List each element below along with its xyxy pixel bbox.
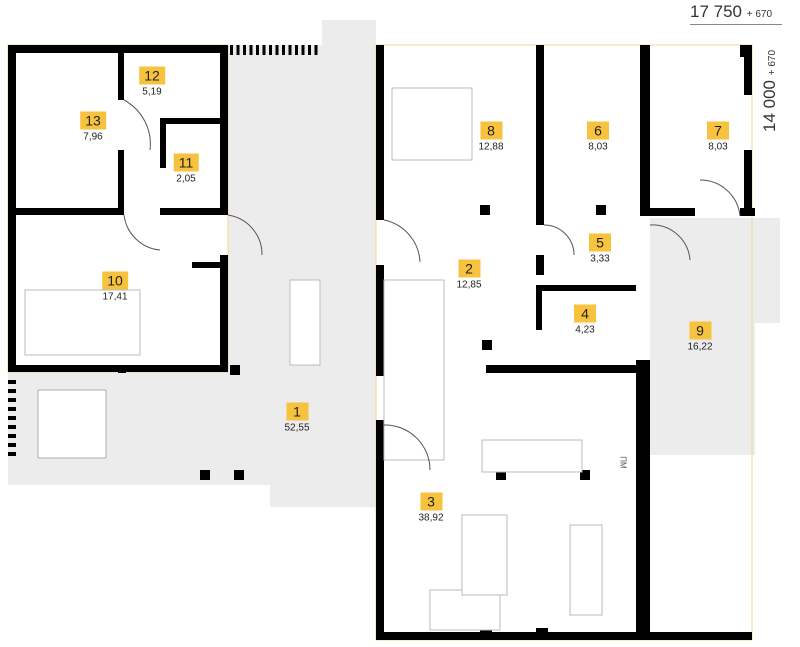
wall <box>376 265 384 375</box>
column <box>480 628 492 640</box>
door-swing <box>383 424 431 471</box>
window-hatch <box>230 45 233 55</box>
column <box>596 205 606 215</box>
column <box>580 470 590 480</box>
column <box>200 470 210 480</box>
window-hatch <box>256 45 259 55</box>
window-hatch <box>301 45 305 55</box>
window-hatch <box>8 389 16 393</box>
wall <box>160 118 228 124</box>
wall <box>640 208 695 216</box>
wall <box>536 290 542 330</box>
window-hatch <box>8 434 16 438</box>
wall <box>8 208 120 215</box>
wall <box>536 255 544 275</box>
window-hatch <box>249 45 253 55</box>
door-swing <box>543 224 575 256</box>
wall <box>486 365 640 373</box>
wall <box>160 208 228 215</box>
door-swing <box>123 99 151 151</box>
bed <box>391 87 473 161</box>
kitchen-island <box>481 439 583 473</box>
window-hatch <box>8 452 16 456</box>
sofa <box>24 289 141 356</box>
entrance-step <box>270 485 376 507</box>
wall <box>220 45 228 210</box>
window-hatch <box>243 45 246 55</box>
door-swing <box>699 179 741 217</box>
window-hatch <box>8 425 16 429</box>
wall <box>536 285 636 291</box>
dining-table <box>569 524 603 616</box>
entrance-step <box>322 20 376 50</box>
wall <box>740 45 752 57</box>
window-hatch <box>282 45 285 55</box>
window-hatch <box>288 45 292 55</box>
door-swing <box>123 214 161 251</box>
door-swing <box>227 214 263 256</box>
wall <box>376 420 384 640</box>
column <box>536 628 548 640</box>
window-hatch <box>295 45 298 55</box>
window-hatch <box>262 45 266 55</box>
porch-step <box>755 218 780 323</box>
height-dimension: 14 000 + 670 <box>760 49 779 132</box>
wall <box>160 118 166 168</box>
wall <box>640 45 650 215</box>
column <box>482 340 492 350</box>
dishwasher-label: ПМ <box>618 456 628 469</box>
column <box>118 365 126 373</box>
wall <box>744 45 752 95</box>
door-swing <box>649 224 691 261</box>
column <box>234 470 244 480</box>
column <box>230 365 240 375</box>
window-hatch <box>275 45 279 55</box>
staircase <box>383 279 445 461</box>
wall <box>118 150 124 215</box>
wall <box>376 632 752 640</box>
wall <box>118 45 124 100</box>
wall <box>536 45 544 225</box>
door-swing <box>383 219 421 263</box>
window-hatch <box>314 45 318 55</box>
wall <box>192 262 220 268</box>
column <box>480 205 490 215</box>
window-hatch <box>8 416 16 420</box>
sofa <box>429 589 501 631</box>
wall <box>636 360 650 640</box>
column <box>376 368 384 376</box>
window-hatch <box>236 45 240 55</box>
wall <box>376 45 384 220</box>
sofa <box>461 514 508 596</box>
wall <box>376 45 384 53</box>
window-hatch <box>8 443 16 447</box>
wall <box>744 150 752 216</box>
wall <box>220 255 228 372</box>
window-hatch <box>269 45 272 55</box>
window-hatch <box>8 398 16 402</box>
column <box>496 470 506 480</box>
window-hatch <box>308 45 311 55</box>
window-hatch <box>8 380 16 384</box>
hot-tub <box>37 389 107 459</box>
window-hatch <box>8 407 16 411</box>
width-dimension: 17 750 + 670 <box>690 2 783 25</box>
dining-table <box>289 279 321 366</box>
